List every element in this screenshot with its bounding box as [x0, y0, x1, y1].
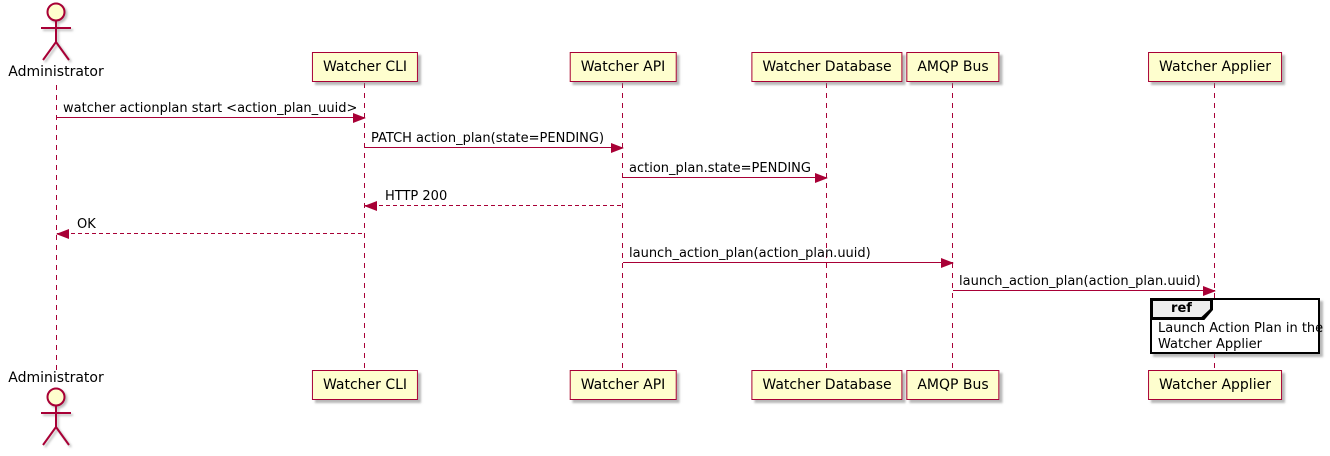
participant-top-watcher-applier: Watcher Applier — [1148, 52, 1282, 82]
participant-bottom-watcher-api: Watcher API — [569, 370, 677, 400]
message-label: PATCH action_plan(state=PENDING) — [371, 131, 605, 146]
ref-text-line2: Watcher Applier — [1158, 336, 1262, 352]
message-http-200: HTTP 200 — [364, 189, 623, 213]
lifeline-watcher-applier — [1214, 83, 1216, 370]
message-line — [365, 205, 623, 207]
message-line — [623, 177, 827, 179]
lifeline-watcher-api — [622, 83, 624, 370]
ref-text-line1: Launch Action Plan in the — [1158, 321, 1324, 336]
arrowhead-icon — [941, 257, 954, 268]
ref-text: Launch Action Plan in the Watcher Applie… — [1158, 321, 1323, 352]
actor-icon — [41, 387, 71, 446]
message-line — [623, 262, 953, 264]
ref-fragment: ref Launch Action Plan in the Watcher Ap… — [1150, 298, 1323, 354]
message-label: action_plan.state=PENDING — [629, 161, 811, 176]
message-label: watcher actionplan start <action_plan_uu… — [63, 101, 358, 116]
message-line — [365, 147, 623, 149]
message-label: launch_action_plan(action_plan.uuid) — [629, 246, 871, 261]
message-launch-action-plan-api: launch_action_plan(action_plan.uuid) — [623, 246, 954, 270]
message-ok: OK — [56, 217, 365, 241]
ref-keyword: ref — [1153, 301, 1210, 317]
participant-bottom-watcher-database: Watcher Database — [751, 370, 903, 400]
message-label: launch_action_plan(action_plan.uuid) — [959, 274, 1201, 289]
lifeline-amqp-bus — [952, 83, 954, 370]
lifeline-administrator — [56, 85, 58, 370]
ref-tab: ref — [1151, 299, 1213, 320]
participant-top-watcher-cli: Watcher CLI — [311, 52, 419, 82]
lifeline-watcher-database — [826, 83, 828, 370]
arrowhead-icon — [815, 172, 828, 183]
actor-label-bottom: Administrator — [8, 370, 104, 386]
message-launch-action-plan-bus: launch_action_plan(action_plan.uuid) — [953, 274, 1216, 298]
message-label: OK — [77, 217, 96, 232]
participant-bottom-amqp-bus: AMQP Bus — [906, 370, 1000, 400]
message-label: HTTP 200 — [385, 189, 448, 204]
participant-top-amqp-bus: AMQP Bus — [906, 52, 1000, 82]
actor-icon — [41, 2, 71, 61]
message-line — [953, 290, 1215, 292]
message-line — [57, 233, 365, 235]
lifeline-watcher-cli — [364, 83, 366, 370]
actor-label-top: Administrator — [8, 64, 104, 80]
arrowhead-icon — [1203, 285, 1216, 296]
arrowhead-icon — [611, 142, 624, 153]
participant-bottom-watcher-cli: Watcher CLI — [311, 370, 419, 400]
arrowhead-icon — [353, 112, 366, 123]
message-line — [57, 117, 365, 119]
participant-top-watcher-database: Watcher Database — [751, 52, 903, 82]
message-patch-action-plan: PATCH action_plan(state=PENDING) — [365, 131, 624, 155]
arrowhead-icon — [56, 228, 69, 239]
participant-bottom-watcher-applier: Watcher Applier — [1148, 370, 1282, 400]
message-state-pending: action_plan.state=PENDING — [623, 161, 828, 185]
message-actionplan-start: watcher actionplan start <action_plan_uu… — [57, 101, 366, 125]
participant-top-watcher-api: Watcher API — [569, 52, 677, 82]
arrowhead-icon — [364, 200, 377, 211]
